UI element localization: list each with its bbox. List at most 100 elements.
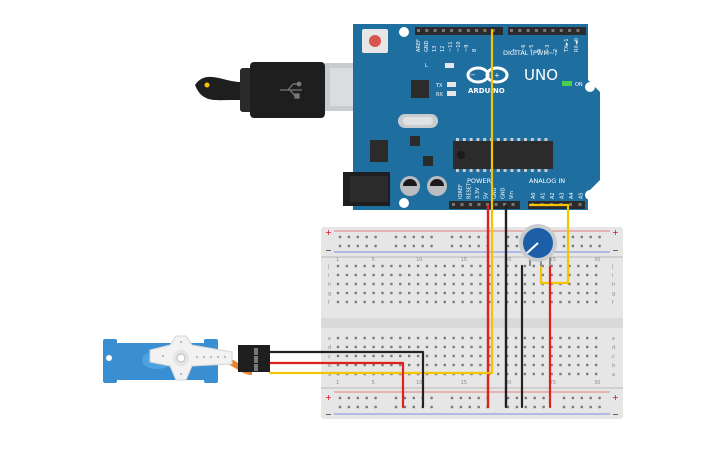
power-pin-label: 3.3V (475, 187, 481, 199)
brand-label: ARDUINO (468, 87, 505, 95)
analog-pin-label: A0 (531, 192, 537, 199)
rail-plus-bottom-left: + (325, 393, 332, 402)
row-letter: i (612, 273, 613, 279)
digital-pin-label: 4 (537, 49, 543, 52)
row-letter: g (328, 291, 331, 297)
digital-pin-label: 7 (513, 49, 519, 52)
row-letter: f (328, 300, 330, 306)
digital-pin-label: 13 (432, 46, 438, 52)
digital-pin-label: RX◄0 (574, 38, 580, 52)
digital-pin-label: ~11 (448, 41, 454, 52)
power-pin-label: GND (492, 187, 498, 199)
wire-pot-wiper (528, 203, 570, 285)
digital-pin-label: 2 (553, 49, 559, 52)
wire-servo-power (268, 361, 405, 409)
rail-plus-bottom-right: + (612, 393, 619, 402)
power-pin-label: 5V (484, 192, 490, 199)
column-number: 25 (550, 257, 556, 263)
row-letter: c (328, 354, 331, 360)
breadboard: + − + − + − + − 115510101515202025253030… (321, 227, 623, 419)
digital-pin-label: TX►1 (564, 38, 570, 53)
digital-pin-label: ~6 (521, 45, 527, 52)
column-number: 10 (416, 380, 422, 386)
column-number: 1 (336, 380, 339, 386)
rail-minus-top-right: − (612, 246, 619, 255)
analog-header-label: ANALOG IN (529, 177, 565, 185)
rail-plus-top-left: + (325, 228, 332, 237)
wire-servo-gnd (268, 350, 425, 409)
tx-led-label: TX (435, 83, 443, 89)
rx-led (447, 91, 456, 96)
row-letter: j (327, 264, 329, 270)
power-header-label: POWER (467, 177, 492, 185)
potentiometer[interactable] (519, 224, 557, 266)
digital-pin-label: ~9 (464, 45, 470, 52)
digital-pin-label: ~10 (456, 41, 462, 52)
column-number: 5 (372, 380, 375, 386)
row-letter: b (612, 363, 615, 369)
rail-plus-top-right: + (612, 228, 619, 237)
digital-header-label: DIGITAL (PWM~) (503, 49, 557, 57)
tx-led (447, 82, 456, 87)
logo-minus: − (470, 71, 476, 79)
wires (268, 28, 570, 409)
servo-horn[interactable] (149, 335, 233, 381)
digital-header-right (508, 27, 586, 35)
atmega-chip (453, 141, 553, 169)
power-pin-label: IOREF (458, 184, 464, 199)
on-led (562, 81, 572, 86)
column-number: 20 (505, 257, 511, 263)
digital-pin-label: ~5 (529, 45, 535, 52)
row-letter: a (328, 372, 331, 378)
rail-minus-top-left: − (325, 246, 332, 255)
digital-pin-label: 12 (440, 46, 446, 52)
center-channel (321, 318, 623, 328)
row-letter: e (328, 336, 331, 342)
power-pin-label: RESET (467, 182, 473, 199)
pot-indicator (526, 242, 539, 254)
row-letter: h (612, 282, 615, 288)
usb-icon (280, 81, 302, 99)
row-letter: i (328, 273, 329, 279)
power-pin-label: GND (501, 187, 507, 199)
row-letter: b (328, 363, 331, 369)
digital-pin-label: AREF (416, 39, 422, 52)
digital-pin-label: GND (424, 40, 430, 52)
rx-led-label: RX (436, 92, 443, 98)
row-letter: d (612, 345, 615, 351)
model-label: UNO (524, 66, 558, 84)
l-led-label: L (425, 63, 428, 69)
analog-pin-label: A2 (550, 192, 556, 199)
column-number: 20 (505, 380, 511, 386)
row-letter: g (612, 291, 615, 297)
analog-pin-label: A5 (579, 192, 585, 199)
row-letter: j (611, 264, 613, 270)
wire-servo-signal (268, 28, 494, 375)
usb-chip (411, 80, 429, 98)
column-number: 15 (461, 257, 467, 263)
analog-pin-label: A3 (560, 192, 566, 199)
servo-motor (103, 335, 270, 383)
power-pin-label: Vin (509, 191, 515, 199)
row-letter: f (612, 300, 614, 306)
column-number: 10 (416, 257, 422, 263)
arduino-logo (466, 66, 509, 84)
digital-pin-label: 8 (472, 49, 478, 52)
column-number: 15 (461, 380, 467, 386)
power-header (449, 201, 520, 209)
row-letter: d (328, 345, 331, 351)
analog-pin-label: A1 (541, 192, 547, 199)
analog-pin-label: A4 (569, 192, 575, 199)
rail-minus-bottom-right: − (612, 410, 619, 419)
row-letter: a (612, 372, 615, 378)
row-letter: c (612, 354, 615, 360)
column-number: 25 (550, 380, 556, 386)
column-number: 30 (594, 380, 600, 386)
l-led (445, 63, 454, 68)
column-number: 1 (336, 257, 339, 263)
logo-plus: + (494, 72, 500, 80)
